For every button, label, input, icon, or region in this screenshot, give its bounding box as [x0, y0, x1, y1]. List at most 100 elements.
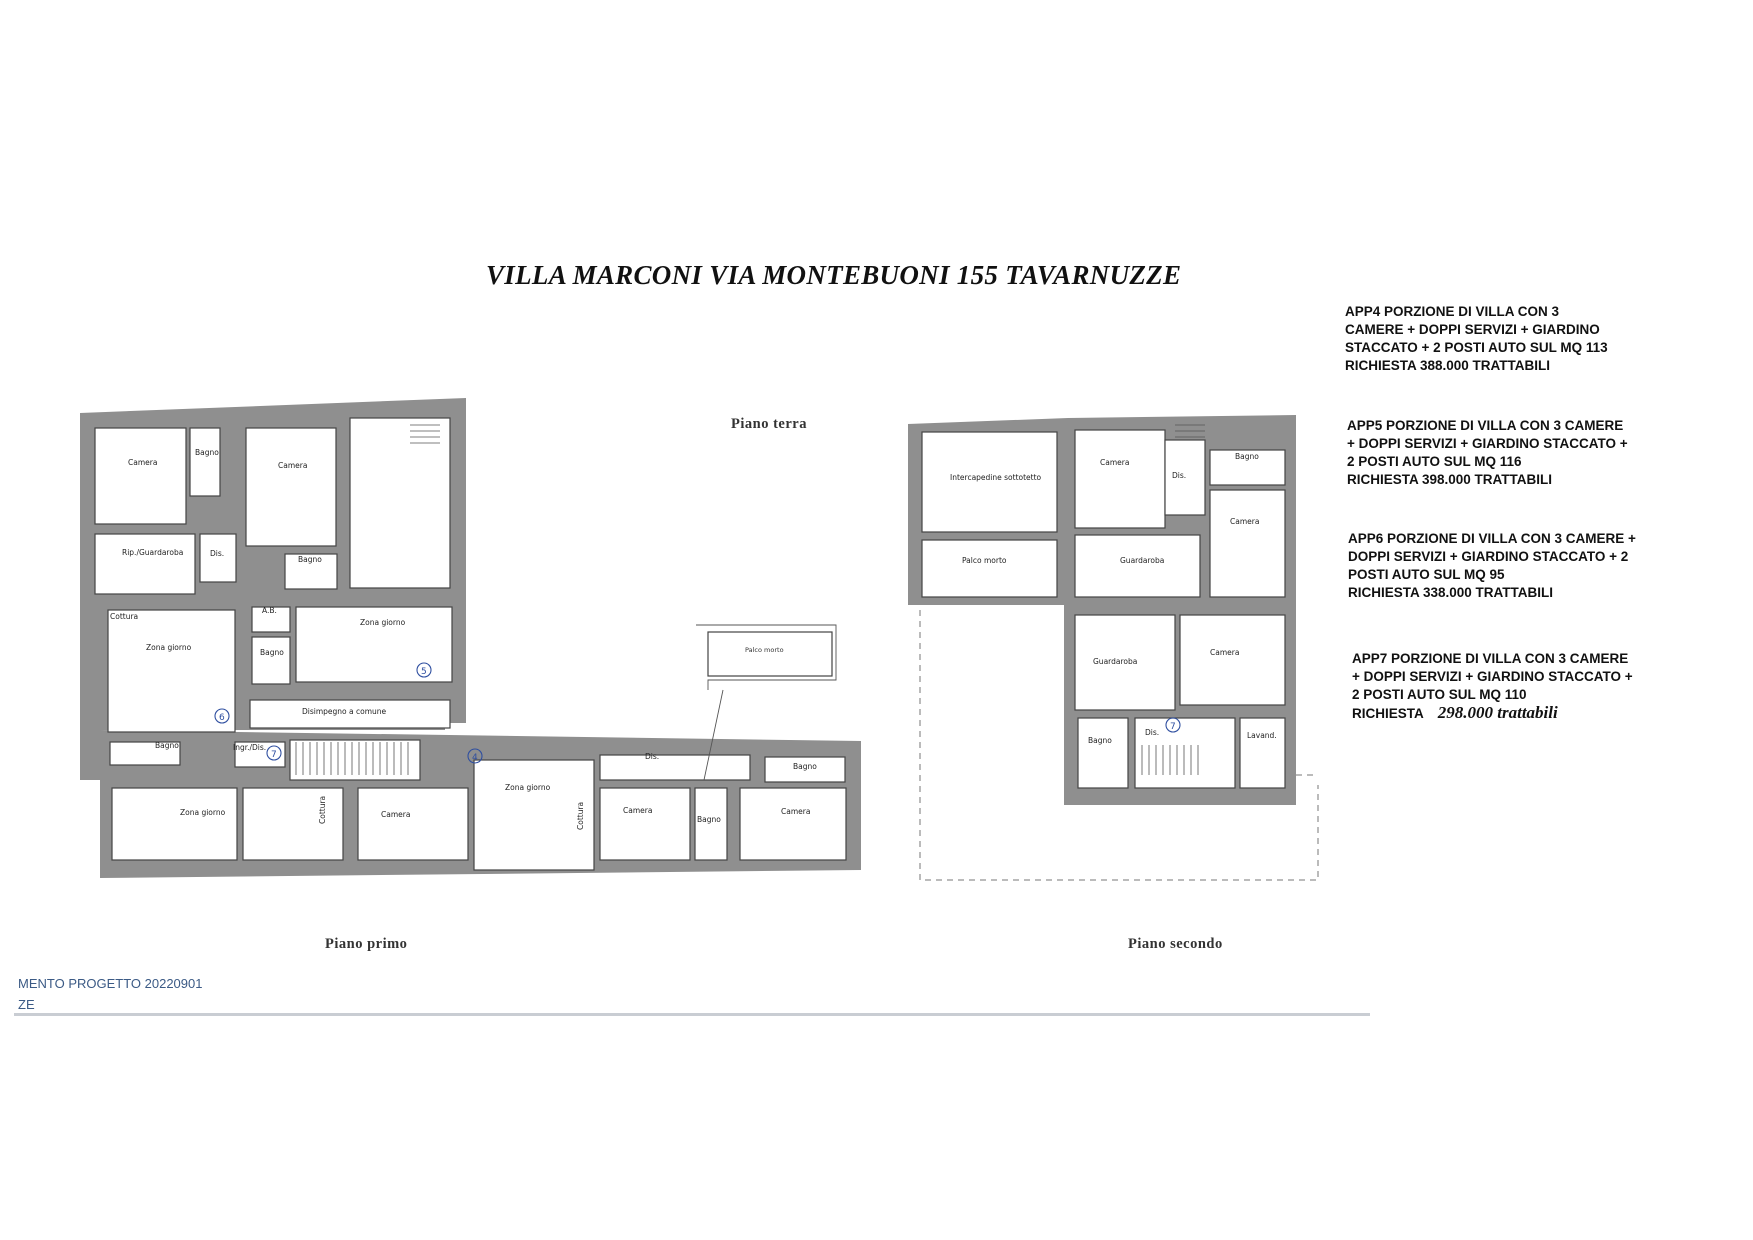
room-disimpegno	[249, 699, 451, 729]
label-zona-giorno-4: Zona giorno	[505, 783, 551, 792]
label-palco-morto-terra: Palco morto	[745, 646, 784, 654]
room-tall-staircase-room	[349, 417, 451, 589]
label-camera-s2: Camera	[1230, 517, 1259, 526]
label-palco-morto: Palco morto	[962, 556, 1007, 565]
label-bagno-s1: Bagno	[1235, 452, 1259, 461]
label-dis-s2: Dis.	[1145, 728, 1159, 737]
room-dis-2	[599, 754, 751, 781]
apartment-app5-description: APP5 PORZIONE DI VILLA CON 3 CAMERE + DO…	[1347, 417, 1697, 489]
app5-line: + DOPPI SERVIZI + GIARDINO STACCATO +	[1347, 436, 1628, 451]
room-bagno-1	[189, 427, 221, 497]
app5-line: 2 POSTI AUTO SUL MQ 116	[1347, 454, 1522, 469]
svg-text:7: 7	[1170, 722, 1176, 732]
room-camera-3	[357, 787, 469, 861]
room-bagno-2	[284, 553, 338, 590]
room-lavand	[1239, 717, 1286, 789]
unit-marker-4: 4	[467, 748, 483, 764]
room-guardaroba-s2	[1074, 614, 1176, 711]
label-intercapedine: Intercapedine sottotetto	[950, 473, 1042, 482]
app4-line: APP4 PORZIONE DI VILLA CON 3	[1345, 304, 1560, 319]
label-bagno-1: Bagno	[195, 448, 219, 457]
room-rip-guardaroba	[94, 533, 196, 595]
label-camera-5: Camera	[781, 807, 810, 816]
first-floor-walls-stub	[80, 730, 100, 780]
label-bagno-5: Bagno	[697, 815, 721, 824]
room-dis-s	[1164, 439, 1206, 516]
room-bagno-s1	[1209, 449, 1286, 486]
second-floor-stairs	[1141, 424, 1205, 775]
label-camera-4: Camera	[623, 806, 652, 815]
app6-line: APP6 PORZIONE DI VILLA CON 3 CAMERE +	[1348, 531, 1636, 546]
app5-line: APP5 PORZIONE DI VILLA CON 3 CAMERE	[1347, 418, 1624, 433]
first-floor-plan: Camera Bagno Camera Rip./Guardaroba Dis.…	[80, 398, 861, 878]
label-ingr-dis: Ingr./Dis.	[233, 743, 266, 752]
room-bagno-3	[251, 636, 291, 685]
label-dis-2: Dis.	[645, 752, 659, 761]
app7-price-line: RICHIESTA 298.000 trattabili	[1352, 704, 1702, 723]
room-zona-giorno-4	[473, 759, 595, 871]
label-dis-s: Dis.	[1172, 471, 1186, 480]
label-cottura-1: Cottura	[110, 612, 138, 621]
app5-line: RICHIESTA 398.000 TRATTABILI	[1347, 472, 1553, 487]
label-camera-1: Camera	[128, 458, 157, 467]
floor-label-piano-secondo: Piano secondo	[1128, 936, 1223, 952]
room-zona-giorno-2	[295, 606, 453, 683]
apartment-app6-description: APP6 PORZIONE DI VILLA CON 3 CAMERE + DO…	[1348, 530, 1698, 602]
room-stair-s	[1134, 717, 1236, 789]
app7-price-label: RICHIESTA	[1352, 706, 1424, 721]
second-floor-plan: Intercapedine sottotetto Palco morto Cam…	[908, 415, 1319, 881]
app4-line: CAMERE + DOPPI SERVIZI + GIARDINO	[1345, 322, 1600, 337]
room-bagno-5	[694, 787, 728, 861]
app7-line: + DOPPI SERVIZI + GIARDINO STACCATO +	[1352, 669, 1633, 684]
unit-marker-7: 7	[266, 745, 282, 761]
label-bagno-3: Bagno	[260, 648, 284, 657]
unit-marker-5: 5	[416, 662, 432, 678]
label-dis-1: Dis.	[210, 549, 224, 558]
room-zona-giorno-3	[111, 787, 238, 861]
app7-line: 2 POSTI AUTO SUL MQ 110	[1352, 687, 1527, 702]
room-camera-s3	[1179, 614, 1286, 706]
room-bagno-6	[764, 756, 846, 783]
room-camera-4	[599, 787, 691, 861]
svg-text:6: 6	[219, 713, 225, 723]
label-cottura-3: Cottura	[576, 802, 585, 830]
room-guardaroba-s1	[1074, 534, 1201, 598]
apartment-app4-description: APP4 PORZIONE DI VILLA CON 3 CAMERE + DO…	[1345, 303, 1695, 375]
label-camera-2: Camera	[278, 461, 307, 470]
label-zona-giorno-2: Zona giorno	[360, 618, 406, 627]
page-title: VILLA MARCONI VIA MONTEBUONI 155 TAVARNU…	[486, 260, 1182, 290]
label-zona-giorno-1: Zona giorno	[146, 643, 192, 652]
app7-price-value: 298.000 trattabili	[1437, 703, 1558, 722]
label-bagno-4: Bagno	[155, 741, 179, 750]
label-disimpegno: Disimpegno a comune	[302, 707, 387, 716]
room-palco-morto	[921, 539, 1058, 598]
app7-line: APP7 PORZIONE DI VILLA CON 3 CAMERE	[1352, 651, 1629, 666]
footer-line-2: ZE	[18, 997, 35, 1012]
svg-text:7: 7	[271, 750, 277, 760]
room-bagno-4	[109, 741, 181, 766]
label-rip-guardaroba: Rip./Guardaroba	[122, 548, 183, 557]
svg-text:5: 5	[421, 667, 427, 677]
label-lavand: Lavand.	[1247, 731, 1277, 740]
room-camera-s1	[1074, 429, 1166, 529]
label-zona-giorno-3: Zona giorno	[180, 808, 226, 817]
app4-line: RICHIESTA 388.000 TRATTABILI	[1345, 358, 1551, 373]
unit-marker-7-second: 7	[1165, 717, 1181, 733]
label-bagno-2: Bagno	[298, 555, 322, 564]
room-camera-1	[94, 427, 187, 525]
room-bagno-s2	[1077, 717, 1129, 789]
app6-line: RICHIESTA 338.000 TRATTABILI	[1348, 585, 1554, 600]
room-camera-s2	[1209, 489, 1286, 598]
unit-marker-6: 6	[214, 708, 230, 724]
label-guardaroba-s2: Guardaroba	[1093, 657, 1137, 666]
second-floor-dashed-outline	[919, 610, 1319, 881]
footer-line-1: MENTO PROGETTO 20220901	[18, 976, 203, 991]
label-bagno-s2: Bagno	[1088, 736, 1112, 745]
app6-line: DOPPI SERVIZI + GIARDINO STACCATO + 2	[1348, 549, 1629, 564]
svg-text:4: 4	[472, 753, 478, 763]
label-cottura-2: Cottura	[318, 796, 327, 824]
label-bagno-6: Bagno	[793, 762, 817, 771]
label-camera-s3: Camera	[1210, 648, 1239, 657]
label-ab: A.B.	[262, 606, 277, 615]
